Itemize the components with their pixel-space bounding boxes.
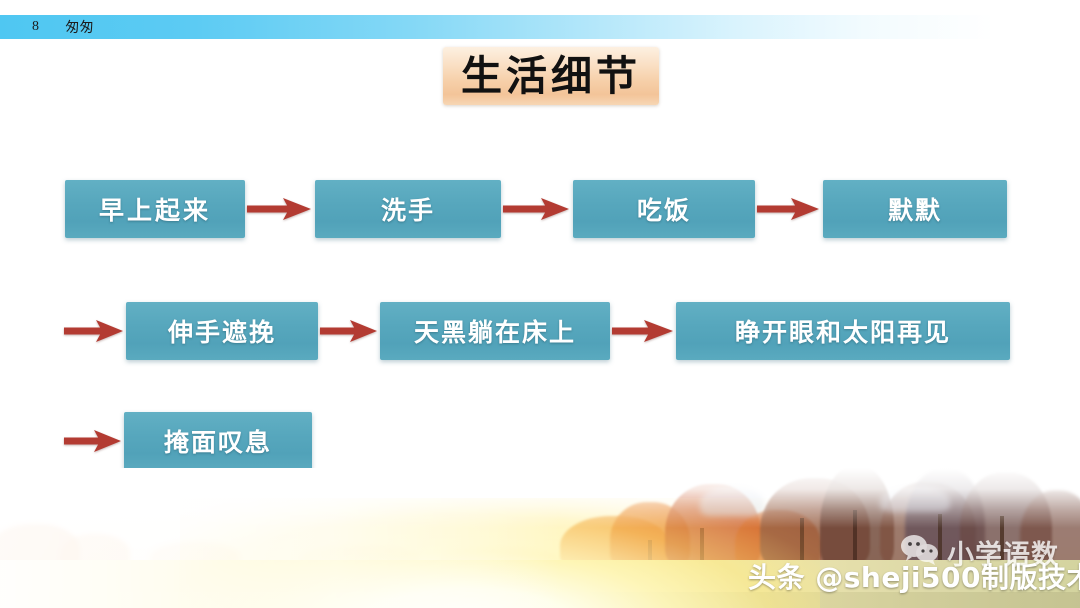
flow-node-cover-face-sigh[interactable]: 掩面叹息: [124, 412, 312, 470]
flow-node-label: 伸手遮挽: [167, 318, 276, 347]
flow-node-label: 天黑躺在床上: [413, 318, 576, 347]
page-title: 生活细节: [461, 51, 641, 100]
flow-node-eat-meal[interactable]: 吃饭: [573, 180, 755, 238]
wechat-icon: [900, 533, 940, 572]
lesson-header-content: 8 匆匆: [0, 15, 94, 39]
flow-node-wash-hands[interactable]: 洗手: [315, 180, 501, 238]
toutiao-watermark: 头条 @sheji500制版技术: [748, 561, 1080, 594]
flow-row-3: 掩面叹息: [62, 411, 312, 471]
flow-arrow-1-1: [245, 194, 315, 224]
flow-arrow-2-lead: [62, 316, 126, 346]
lesson-title: 匆匆: [65, 21, 94, 36]
flow-node-label: 吃饭: [636, 196, 691, 225]
lesson-number: 8: [32, 19, 40, 34]
flow-row-1: 早上起来 洗手 吃饭 默默: [65, 179, 1007, 239]
flow-node-reach-out-hold[interactable]: 伸手遮挽: [126, 302, 318, 360]
flow-arrow-2-2: [610, 316, 676, 346]
flow-node-label: 早上起来: [98, 196, 211, 225]
flow-row-2: 伸手遮挽 天黑躺在床上 睁开眼和太阳再见: [62, 301, 1010, 361]
lesson-header-bar: 8 匆匆: [0, 15, 1080, 39]
flow-node-label: 洗手: [380, 196, 435, 225]
flow-node-label: 默默: [887, 196, 942, 225]
flow-arrow-3-lead: [62, 426, 124, 456]
flow-node-silent[interactable]: 默默: [823, 180, 1007, 238]
flow-arrow-2-1: [318, 316, 380, 346]
flow-node-morning-wake[interactable]: 早上起来: [65, 180, 245, 238]
flow-node-lie-in-bed-dark[interactable]: 天黑躺在床上: [380, 302, 610, 360]
flow-arrow-1-3: [755, 194, 823, 224]
flow-node-label: 睁开眼和太阳再见: [734, 318, 951, 347]
wechat-watermark: 小学语数: [900, 533, 1059, 572]
wechat-watermark-label: 小学语数: [947, 540, 1059, 571]
flow-node-open-eyes-sun-again[interactable]: 睁开眼和太阳再见: [676, 302, 1010, 360]
flow-arrow-1-2: [501, 194, 573, 224]
flow-node-label: 掩面叹息: [163, 428, 272, 457]
slide-title-plate: 生活细节: [443, 47, 659, 105]
